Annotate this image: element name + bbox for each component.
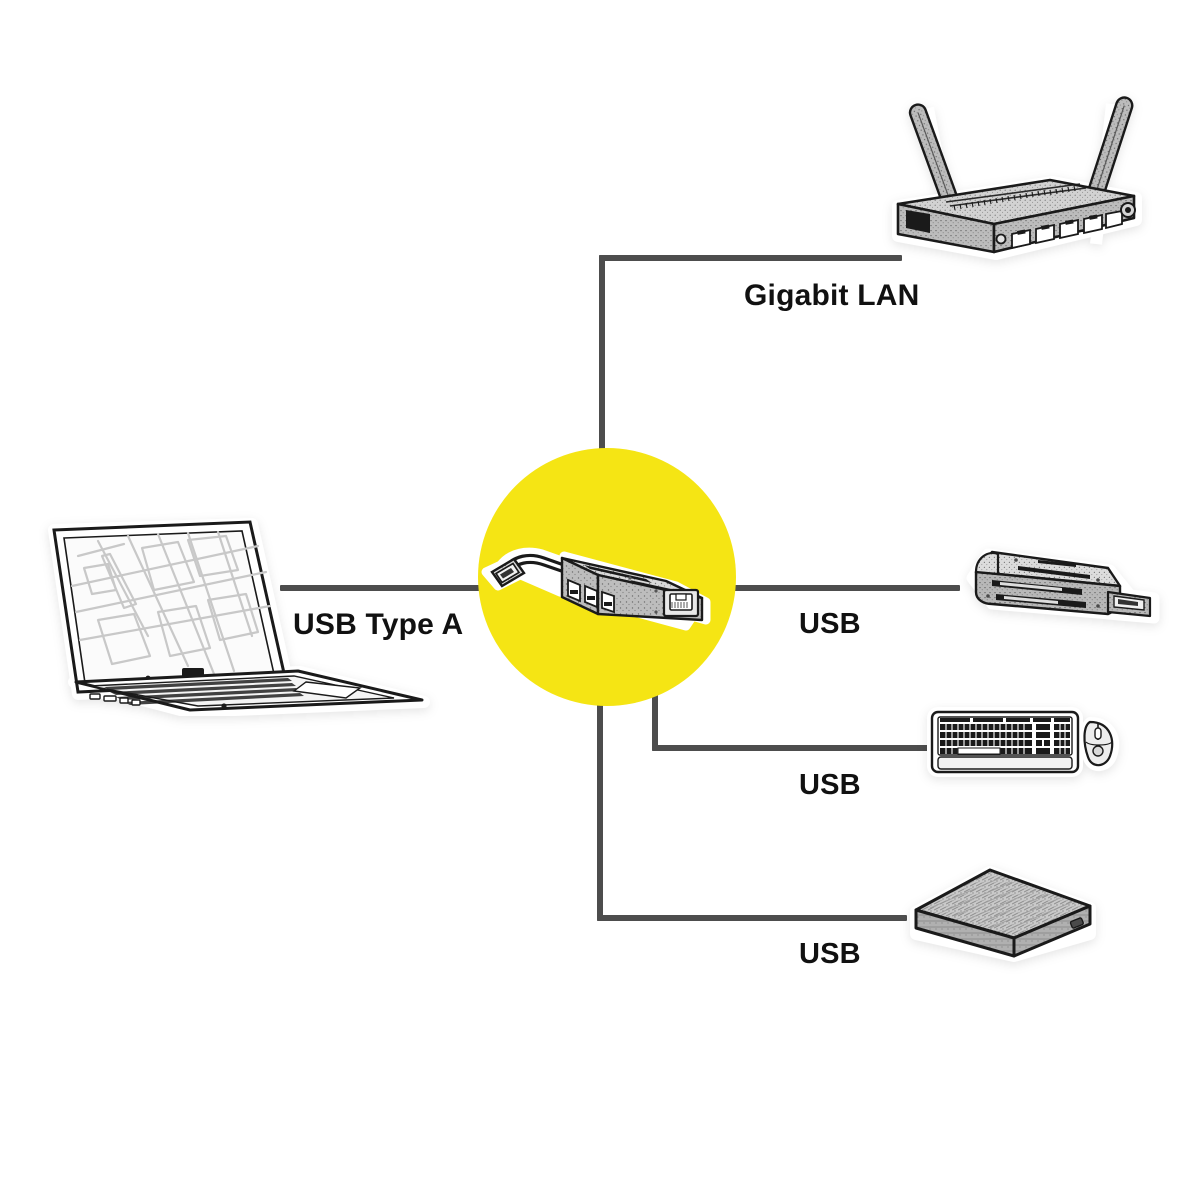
- hard-drive-icon[interactable]: [904, 858, 1104, 968]
- connector-hub-to-router-horizontal: [599, 255, 902, 261]
- label-gigabit-lan: Gigabit LAN: [744, 279, 920, 312]
- router-icon[interactable]: [884, 94, 1154, 274]
- card-reader-icon[interactable]: [958, 536, 1163, 636]
- label-usb-card-reader: USB: [799, 608, 861, 640]
- keyboard-mouse-icon[interactable]: [926, 704, 1126, 784]
- connector-hub-to-keyboard-horizontal: [652, 745, 928, 751]
- label-usb-hard-drive: USB: [799, 938, 861, 970]
- connector-hub-to-keyboard-vertical: [652, 690, 658, 751]
- label-usb-keyboard: USB: [799, 769, 861, 801]
- connector-laptop-to-hub: [280, 585, 505, 591]
- connector-hub-to-harddrive-vertical: [597, 690, 603, 921]
- connector-hub-to-router-vertical: [599, 255, 605, 480]
- connector-hub-to-card-reader: [705, 585, 960, 591]
- usb-hub-icon[interactable]: [480, 528, 720, 638]
- laptop-icon[interactable]: [38, 516, 438, 716]
- connector-hub-to-harddrive-horizontal: [597, 915, 907, 921]
- label-usb-type-a: USB Type A: [293, 608, 464, 641]
